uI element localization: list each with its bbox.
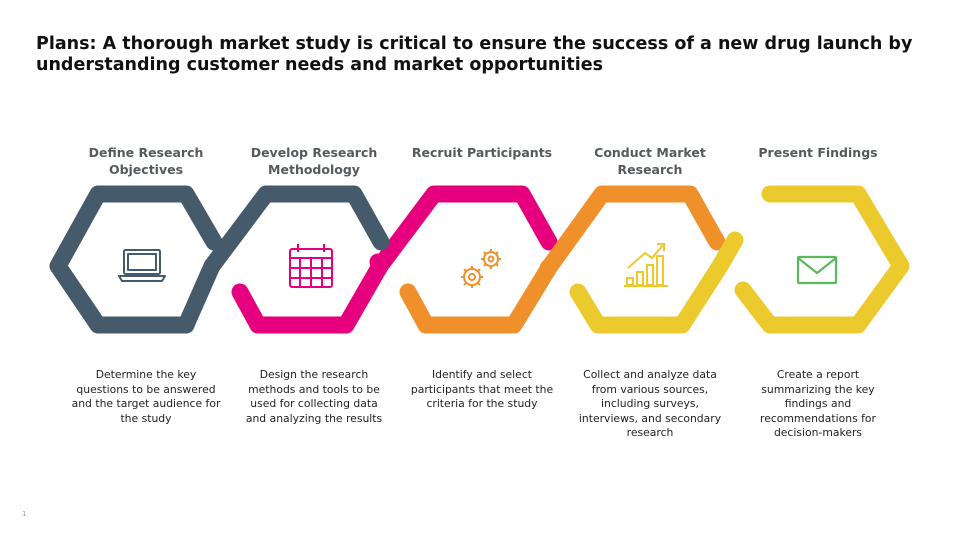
hexagon-segment-2-top: [371, 185, 558, 275]
hexagon-segment-4: [569, 231, 744, 334]
envelope-icon: [796, 255, 838, 285]
hexagon-segment-1-top: [177, 185, 390, 334]
laptop-icon: [118, 249, 166, 282]
hexagon-segment-2-over: [337, 257, 389, 334]
step-5-title: Present Findings: [758, 145, 878, 160]
step-2-title: Develop Research Methodology: [250, 145, 378, 177]
gears-icon: [461, 249, 501, 288]
step-2-description: Design the research methods and tools to…: [245, 368, 383, 425]
step-3-description: Identify and select participants that me…: [410, 368, 554, 410]
step-5-description: Create a report summarizing the key find…: [760, 368, 876, 439]
step-3-title: Recruit Participants: [411, 145, 553, 160]
step-1-description: Determine the key questions to be answer…: [71, 368, 221, 425]
step-4-description: Collect and analyze data from various so…: [578, 368, 722, 439]
step-1-title: Define Research Objectives: [88, 145, 204, 177]
slide-title: Plans: A thorough market study is critic…: [36, 34, 913, 75]
hexagon-segment-3: [399, 257, 559, 334]
page-number: 1: [22, 510, 27, 518]
hexagon-segment-5: [734, 185, 910, 334]
step-4-title: Conduct Market Research: [594, 145, 706, 177]
calendar-icon: [289, 244, 333, 288]
hexagon-segment-1: [49, 185, 223, 334]
growth-chart-icon: [624, 243, 668, 287]
hexagon-segment-3-top: [539, 185, 726, 277]
